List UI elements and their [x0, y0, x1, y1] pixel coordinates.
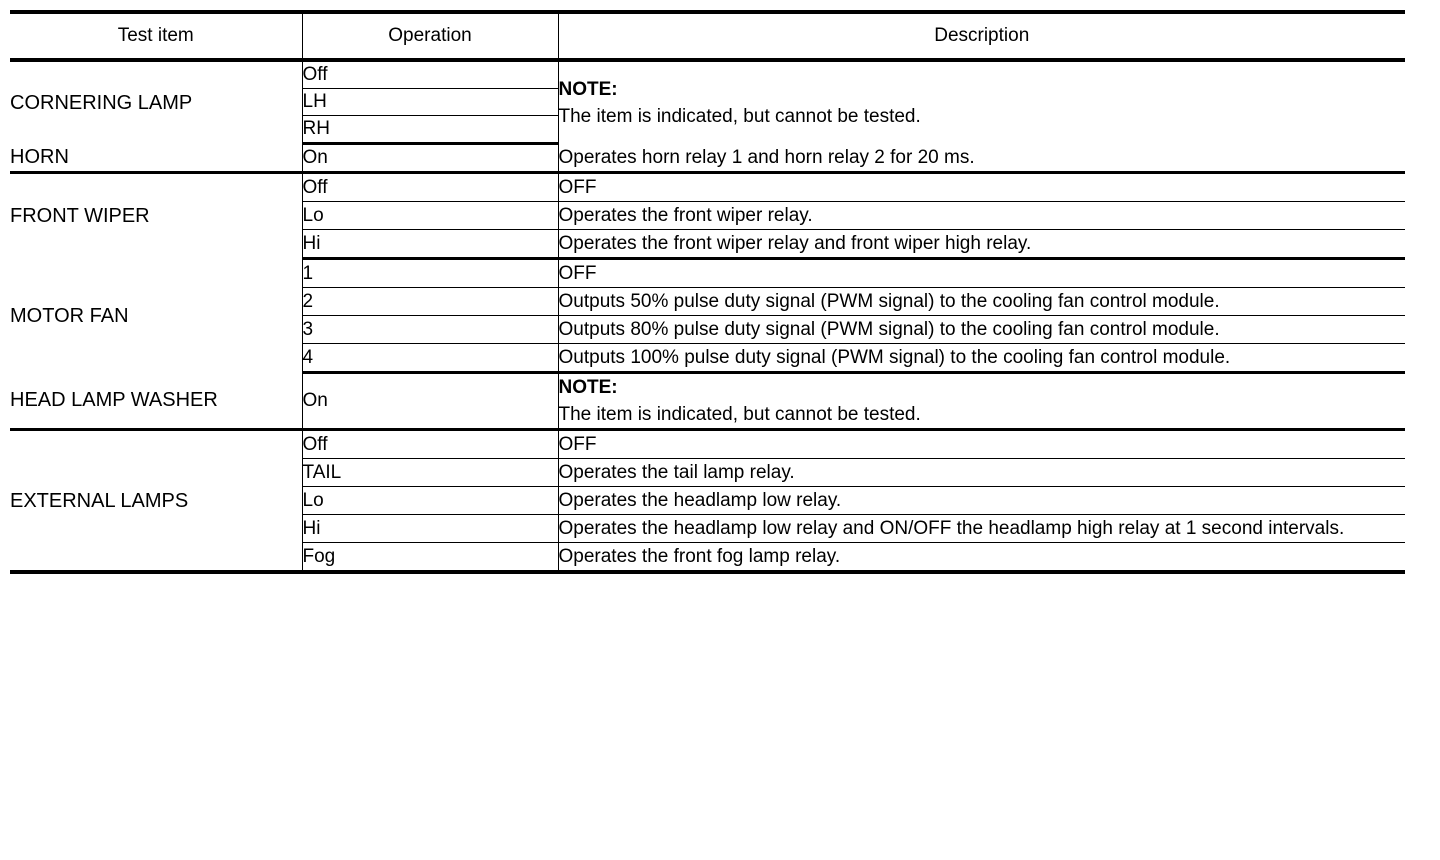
table-row: 2 Outputs 50% pulse duty signal (PWM sig… — [10, 287, 1405, 316]
table-header-row: Test item Operation Description — [10, 12, 1405, 62]
operation-cell: 4 — [302, 343, 559, 374]
table-row: Hi Operates the front wiper relay and fr… — [10, 229, 1405, 260]
operation-cell: Hi — [302, 229, 559, 260]
table-row: HEAD LAMP WASHER On NOTE: The item is in… — [10, 372, 1405, 431]
table-row: RH — [10, 115, 1405, 145]
column-header-description: Description — [558, 12, 1405, 62]
description-cell: OFF — [558, 429, 1405, 459]
table-row: Fog Operates the front fog lamp relay. — [10, 542, 1405, 572]
operation-cell: LH — [302, 88, 559, 116]
group-label-motor-fan: MOTOR FAN — [10, 258, 303, 373]
description-cell: Operates the front wiper relay and front… — [558, 229, 1405, 260]
operation-cell: Lo — [302, 486, 559, 515]
description-cell: Operates horn relay 1 and horn relay 2 f… — [558, 143, 1405, 174]
operation-cell: Off — [302, 429, 559, 459]
operation-cell: Hi — [302, 514, 559, 543]
table-body: CORNERING LAMP Off NOTE: The item is ind… — [10, 60, 1405, 572]
description-cell: Operates the headlamp low relay and ON/O… — [558, 514, 1405, 543]
description-cell-note: NOTE: The item is indicated, but cannot … — [558, 60, 1405, 144]
description-cell: Operates the front fog lamp relay. — [558, 546, 841, 567]
table-row: CORNERING LAMP Off NOTE: The item is ind… — [10, 60, 1405, 144]
table-header: Test item Operation Description — [10, 12, 1405, 62]
column-header-test-item: Test item — [10, 12, 303, 62]
group-label-head-lamp-washer: HEAD LAMP WASHER — [10, 372, 303, 431]
description-cell: Outputs 100% pulse duty signal (PWM sign… — [558, 343, 1405, 374]
operation-cell: Fog — [302, 542, 559, 572]
table-row: Lo Operates the headlamp low relay. — [10, 486, 1405, 515]
operation-cell: Off — [302, 60, 559, 89]
note-text: The item is indicated, but cannot be tes… — [558, 105, 921, 127]
note-label: NOTE: — [558, 377, 618, 398]
description-cell: Operates the front wiper relay. — [558, 201, 1405, 230]
operation-cell: TAIL — [302, 458, 559, 487]
operation-cell: Off — [302, 172, 559, 202]
description-cell: Outputs 80% pulse duty signal (PWM signa… — [558, 315, 1405, 344]
note-label: NOTE: — [558, 78, 618, 100]
group-label-external-lamps: EXTERNAL LAMPS — [10, 429, 303, 572]
table-row: HORN On Operates horn relay 1 and horn r… — [10, 143, 1405, 174]
table-row: FRONT WIPER Off OFF — [10, 172, 1405, 259]
table-row: 4 Outputs 100% pulse duty signal (PWM si… — [10, 343, 1405, 374]
description-cell-note: NOTE: The item is indicated, but cannot … — [558, 372, 1405, 431]
operation-cell: Lo — [302, 201, 559, 230]
table-row: 3 Outputs 80% pulse duty signal (PWM sig… — [10, 315, 1405, 344]
table-row: MOTOR FAN 1 OFF — [10, 258, 1405, 373]
table-row: LH — [10, 88, 1405, 116]
description-cell: Operates the headlamp low relay. — [558, 486, 1405, 515]
note-text: The item is indicated, but cannot be tes… — [558, 404, 921, 425]
description-cell: OFF — [558, 172, 1405, 202]
table-row: Lo Operates the front wiper relay. — [10, 201, 1405, 230]
group-label-front-wiper: FRONT WIPER — [10, 172, 303, 259]
active-test-table: Test item Operation Description CORNERIN… — [10, 10, 1405, 574]
operation-cell: RH — [302, 115, 559, 145]
operation-cell: On — [302, 143, 559, 174]
table-row: Hi Operates the headlamp low relay and O… — [10, 514, 1405, 543]
description-cell: Outputs 50% pulse duty signal (PWM signa… — [558, 287, 1405, 316]
group-label-horn: HORN — [10, 143, 303, 174]
column-header-operation: Operation — [302, 12, 559, 62]
table-row: EXTERNAL LAMPS Off OFF — [10, 429, 1405, 572]
operation-cell: 2 — [302, 287, 559, 316]
operation-cell: 3 — [302, 315, 559, 344]
description-cell: OFF — [558, 258, 1405, 288]
operation-cell: On — [302, 372, 559, 431]
group-label-cornering-lamp: CORNERING LAMP — [10, 60, 303, 144]
table-row: TAIL Operates the tail lamp relay. — [10, 458, 1405, 487]
description-cell: Operates the tail lamp relay. — [558, 458, 1405, 487]
operation-cell: 1 — [302, 258, 559, 288]
